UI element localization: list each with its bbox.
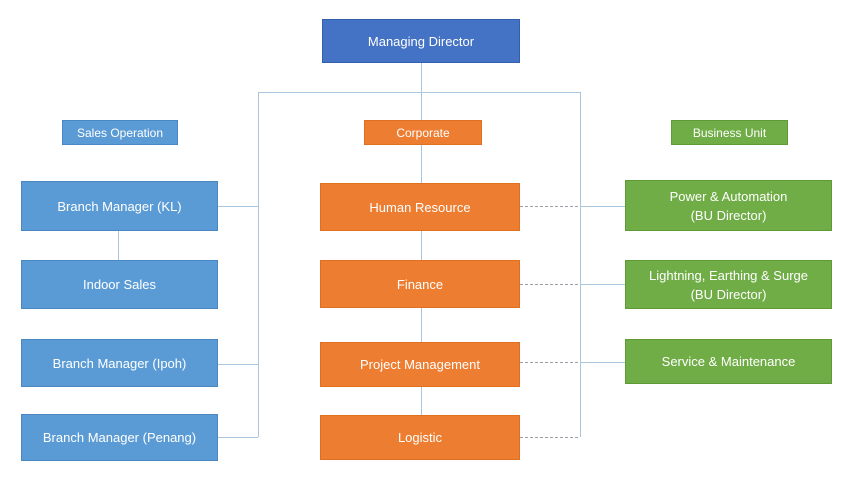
node-label: Branch Manager (Penang)	[42, 430, 197, 445]
node-label: Human Resource	[369, 199, 471, 215]
node-power-automation: Power & Automation (BU Director)	[625, 180, 832, 231]
connector-root-vertical	[421, 63, 422, 415]
node-label: Branch Manager (Ipoh)	[52, 355, 187, 371]
connector-left-vertical	[258, 92, 259, 437]
node-label: Service & Maintenance	[661, 354, 796, 369]
group-header-corporate: Corporate	[364, 120, 482, 145]
node-project-management: Project Management	[320, 342, 520, 387]
group-header-sales-operation: Sales Operation	[62, 120, 178, 145]
node-label: Project Management	[360, 357, 480, 372]
connector-right-vertical	[580, 92, 581, 437]
node-label: Branch Manager (KL)	[57, 198, 182, 214]
connector-branch-ipoh	[218, 364, 258, 365]
node-human-resource: Human Resource	[320, 183, 520, 231]
dashed-connector-project-management	[520, 362, 578, 363]
node-subtitle: (BU Director)	[690, 286, 767, 302]
connector-branch-penang	[218, 437, 258, 438]
group-header-business-unit: Business Unit	[671, 120, 788, 145]
node-branch-manager-ipoh: Branch Manager (Ipoh)	[21, 339, 218, 387]
connector-bu-power	[580, 206, 625, 207]
node-label: Power & Automation	[669, 188, 788, 204]
node-branch-manager-kl: Branch Manager (KL)	[21, 181, 218, 231]
node-finance: Finance	[320, 260, 520, 308]
group-header-label: Business Unit	[692, 125, 767, 140]
node-managing-director: Managing Director	[322, 19, 520, 63]
connector-bu-lightning	[580, 284, 625, 285]
group-header-label: Sales Operation	[76, 125, 164, 140]
node-label: Indoor Sales	[83, 277, 156, 292]
node-subtitle: (BU Director)	[690, 207, 767, 223]
node-lightning-earthing-surge: Lightning, Earthing & Surge (BU Director…	[625, 260, 832, 309]
dashed-connector-human-resource	[520, 206, 578, 207]
node-label: Finance	[396, 276, 444, 292]
connector-main-horizontal	[258, 92, 580, 93]
node-branch-manager-penang: Branch Manager (Penang)	[21, 414, 218, 461]
node-label: Managing Director	[367, 33, 475, 49]
node-service-maintenance: Service & Maintenance	[625, 339, 832, 384]
connector-indoor-sales	[118, 231, 119, 260]
node-logistic: Logistic	[320, 415, 520, 460]
node-indoor-sales: Indoor Sales	[21, 260, 218, 309]
dashed-connector-finance	[520, 284, 578, 285]
node-label: Logistic	[397, 430, 443, 445]
group-header-label: Corporate	[396, 125, 450, 140]
connector-bu-service	[580, 362, 625, 363]
node-label: Lightning, Earthing & Surge	[649, 267, 808, 283]
dashed-connector-logistic	[520, 437, 578, 438]
connector-branch-kl	[218, 206, 258, 207]
